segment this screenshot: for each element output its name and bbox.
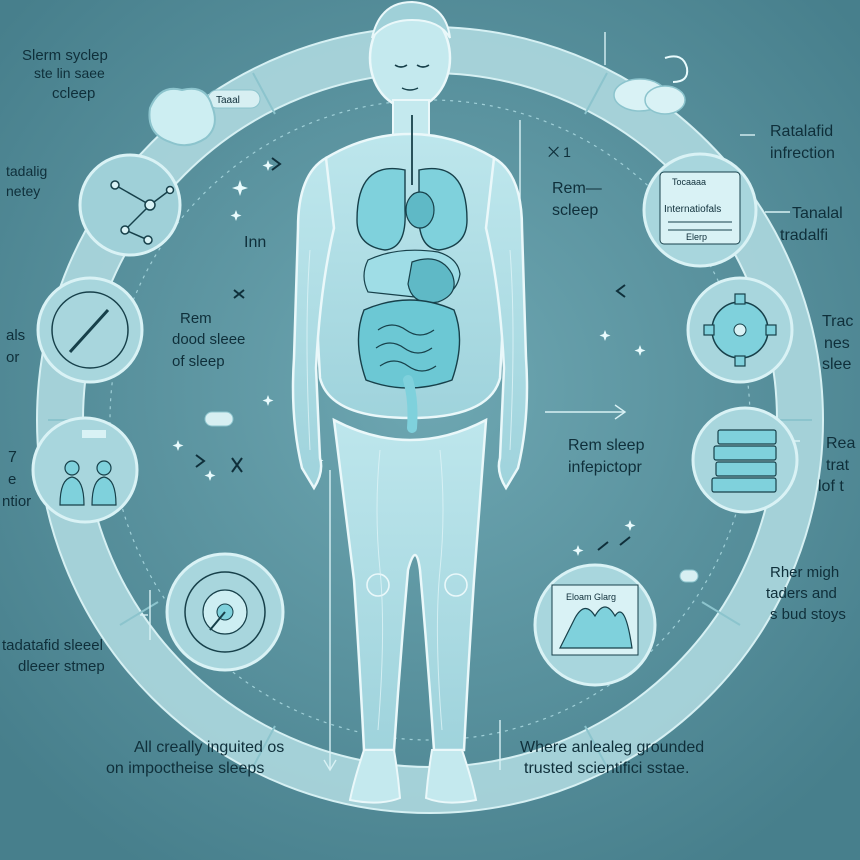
circle-wave-chart — [533, 563, 657, 687]
label-inn: Inn — [244, 234, 266, 251]
label-rem-infe-1: Rem sleep — [568, 437, 645, 454]
label-right-rea-2: trat — [826, 457, 850, 474]
label-left-a-2: netey — [6, 183, 40, 199]
connector-lines — [140, 32, 800, 772]
label-rem-right-2: scleep — [552, 202, 598, 219]
label-right-top-1: Ratalafid — [770, 123, 833, 140]
label-right-rher-1: Rher migh — [770, 564, 839, 581]
label-left-b-2: or — [6, 349, 19, 366]
label-right-trac-2: nes — [824, 335, 850, 352]
label-footer-left-2: on impoctheise sleeps — [106, 760, 264, 777]
label-footer-right-1: Where anlealeg grounded — [520, 739, 704, 756]
label-top-left-1: Slerm syclep — [22, 47, 108, 64]
label-right-rher-3: s bud stoys — [770, 606, 846, 623]
label-right-trac-1: Trac — [822, 313, 853, 330]
circle-molecule — [78, 153, 182, 257]
label-circle-info-3: Elerp — [686, 232, 707, 242]
cloud-swirl-icon — [613, 55, 689, 115]
arrow-glyphs — [195, 157, 631, 551]
label-bottom-left-2: dleeer stmep — [18, 658, 105, 675]
label-rem-left-2: dood sleee — [172, 331, 245, 348]
circle-gear — [686, 276, 794, 384]
label-footer-right-2: trusted scientifici sstae. — [524, 760, 689, 777]
label-right-tana-1: Tanalal — [792, 205, 843, 222]
label-right-rea-1: Rea — [826, 435, 855, 452]
label-chart: Eloam Glarg — [566, 592, 616, 602]
label-right-top-2: infrection — [770, 145, 835, 162]
label-bottom-left-1: tadatafid sleeel — [2, 637, 103, 654]
circle-people — [31, 416, 139, 524]
circle-gauge — [36, 276, 144, 384]
label-right-rher-2: taders and — [766, 585, 837, 602]
label-left-b-1: als — [6, 327, 25, 344]
circle-books — [691, 406, 799, 514]
label-top-left-2: ste lin saee — [34, 65, 105, 81]
label-footer-left-1: All creally inguited os — [134, 739, 284, 756]
circle-info-card — [642, 152, 758, 268]
label-right-tana-2: tradalfi — [780, 227, 828, 244]
label-nn: ⨉ 1 — [548, 144, 571, 160]
text-labels: Slerm syclep ste lin saee ccleep Taaal t… — [2, 47, 855, 777]
label-rem-infe-2: infepictopr — [568, 459, 642, 476]
label-circle-info-1: Tocaaaa — [672, 177, 706, 187]
label-right-trac-3: slee — [822, 356, 851, 373]
organs — [356, 115, 468, 433]
label-left-a-1: tadalig — [6, 163, 47, 179]
label-circle-info-2: Internatiofals — [664, 204, 721, 215]
label-left-c-2: e — [8, 471, 16, 488]
label-tag-top: Taaal — [216, 95, 240, 106]
label-right-rea-3: lof t — [818, 478, 844, 495]
circle-dial — [165, 552, 285, 672]
label-left-c-3: ntior — [2, 493, 31, 510]
label-rem-left-1: Rem — [180, 310, 212, 327]
blob-icon — [148, 87, 216, 147]
label-rem-right-1: Rem— — [552, 180, 602, 197]
label-rem-left-3: of sleep — [172, 353, 225, 370]
label-left-c-1: 7 — [8, 449, 17, 466]
label-top-left-3: ccleep — [52, 85, 95, 102]
tag-pills — [204, 89, 699, 583]
